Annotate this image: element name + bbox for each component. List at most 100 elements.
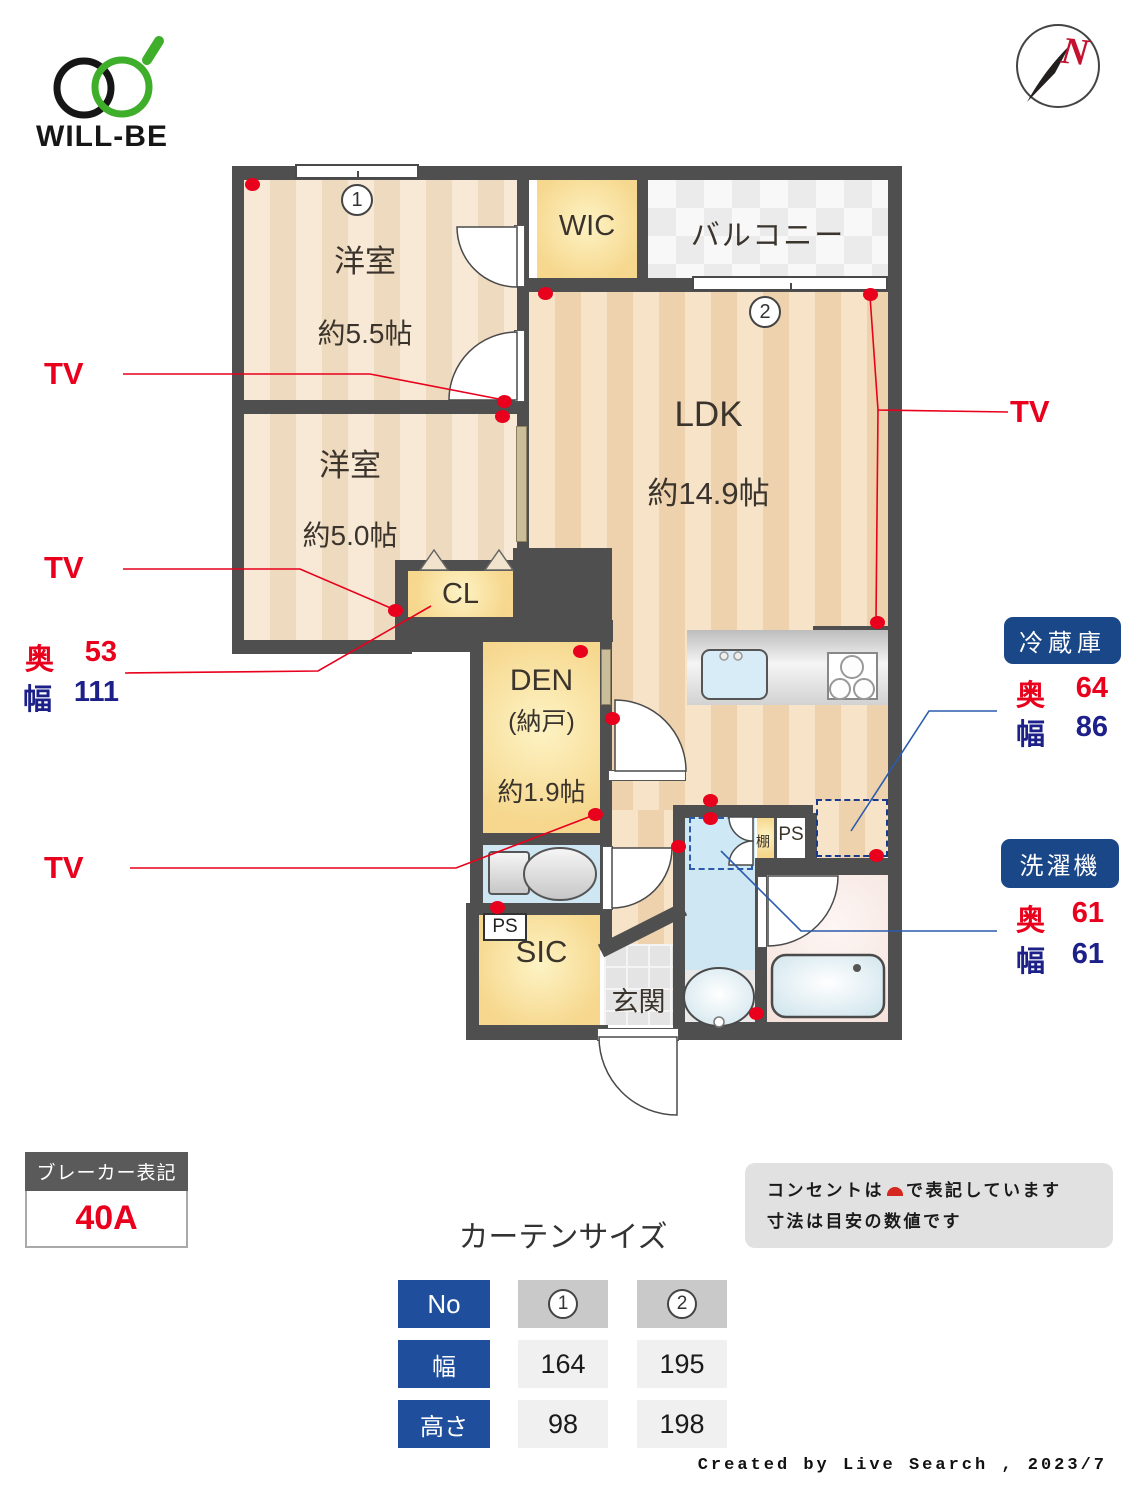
wall [470,833,612,845]
curtain-col-1: 1 [518,1280,608,1328]
outlet-dot [588,808,603,821]
kitchen-sink [701,649,768,700]
wall [805,813,817,862]
willbe-logo-icon [53,36,164,119]
window-divider [357,170,359,177]
willbe-logo-text: WILL-BE [36,120,168,153]
compass-icon: N [1016,24,1100,108]
legend-line1-post: で表記しています [906,1181,1062,1200]
fridge-depth-label: 奥 [1016,680,1046,712]
outlet-dot [605,712,620,725]
breaker-title: ブレーカー表記 [25,1152,188,1191]
wall [888,166,902,1040]
wall [470,620,613,642]
ps1-label: PS [492,916,518,937]
curtain-width-value-2: 195 [637,1340,727,1388]
window-divider [790,282,792,289]
entrance-door [597,1028,679,1041]
tv-label-4: TV [1010,394,1050,429]
shelf-floor [757,818,774,858]
door-panel [514,225,525,287]
ps1-box: PS [483,913,527,941]
sliding-door [516,426,527,542]
cl-label: CL [441,578,480,610]
ldk-size: 約14.9帖 [647,476,770,511]
curtain-height-label: 高さ [420,1413,468,1441]
curtain-row-width-label: 幅 [398,1340,490,1388]
tv-label-3: TV [44,850,84,885]
outlet-dot [671,840,686,853]
outlet-dot [495,410,510,423]
washer-width-row: 幅 61 [1016,938,1104,980]
outlet-dot [573,645,588,658]
legend-line1: コンセントは で表記しています [767,1175,1113,1206]
hall-floor [612,810,673,944]
curtain-row-height-label: 高さ [398,1400,490,1448]
curtain-width-value-1: 164 [518,1340,608,1388]
balcony-window [692,276,888,291]
legend-line2: 寸法は目安の数値です [767,1212,962,1232]
outlet-dot [245,178,260,191]
curtain-height-value-2: 198 [637,1400,727,1448]
fridge-tag: 冷蔵庫 [1004,617,1121,664]
washer-width-value: 61 [1071,938,1104,970]
breaker-value: 40A [25,1191,188,1248]
den-floor [483,642,600,833]
window-marker-2: 2 [749,296,781,328]
bedroom2-name: 洋室 [319,448,381,483]
toilet-floor [483,845,600,903]
outlet-dot [749,1007,764,1020]
outlet-dot [863,288,878,301]
washer-width-label: 幅 [1016,946,1046,978]
balcony-floor [648,180,888,278]
washer-space [689,817,753,870]
bedroom1-floor [244,180,517,400]
fridge-width-row: 幅 86 [1016,711,1108,753]
curtain-col-2-circle: 2 [667,1289,697,1319]
legend-line1-pre: コンセントは [767,1181,884,1200]
door-panel [602,846,613,910]
cl-depth-label: 奥 [25,644,55,676]
bedroom1-size: 約5.5帖 [317,318,413,349]
outlet-dot [869,849,884,862]
curtain-header-no: No [398,1280,490,1328]
ldk-name: LDK [674,395,743,434]
bedroom1-name: 洋室 [334,244,396,279]
cl-width-value: 111 [73,676,119,708]
sic-label: SIC [515,934,568,969]
bathroom-floor [767,875,888,1022]
ps2-label: PS [778,824,804,845]
wall [470,620,483,917]
curtain-col-2: 2 [637,1280,727,1328]
door-panel [757,876,767,948]
den-sub: (納戸) [508,708,575,736]
outlet-dot [703,794,718,807]
washer-depth-value: 61 [1071,897,1104,929]
fridge-width-label: 幅 [1016,719,1046,751]
outlet-dot [490,901,505,914]
cl-depth-row: 奥 53 [25,636,117,678]
genkan-label: 玄関 [611,987,666,1017]
balcony-label: バルコニー [690,220,846,252]
curtain-col-header: No [427,1288,461,1319]
fridge-title: 冷蔵庫 [1019,630,1106,657]
cl-depth-value: 53 [84,636,117,668]
wic-floor [537,180,637,278]
stove [827,652,878,700]
cl-width-label: 幅 [23,684,53,716]
outlet-dot [703,812,718,825]
wall [470,903,612,915]
tv-label-2: TV [44,550,84,585]
wall [466,1025,608,1040]
wall [755,858,888,875]
bedroom2-size: 約5.0帖 [302,520,398,551]
fridge-depth-row: 奥 64 [1016,672,1108,714]
wall [232,640,412,654]
sliding-door [601,649,611,705]
window-marker-1: 1 [341,184,373,216]
cl-width-row: 幅 111 [23,676,119,718]
wall [673,1022,902,1040]
washer-depth-label: 奥 [1016,905,1046,937]
legend-note: コンセントは で表記しています 寸法は目安の数値です [745,1163,1113,1248]
